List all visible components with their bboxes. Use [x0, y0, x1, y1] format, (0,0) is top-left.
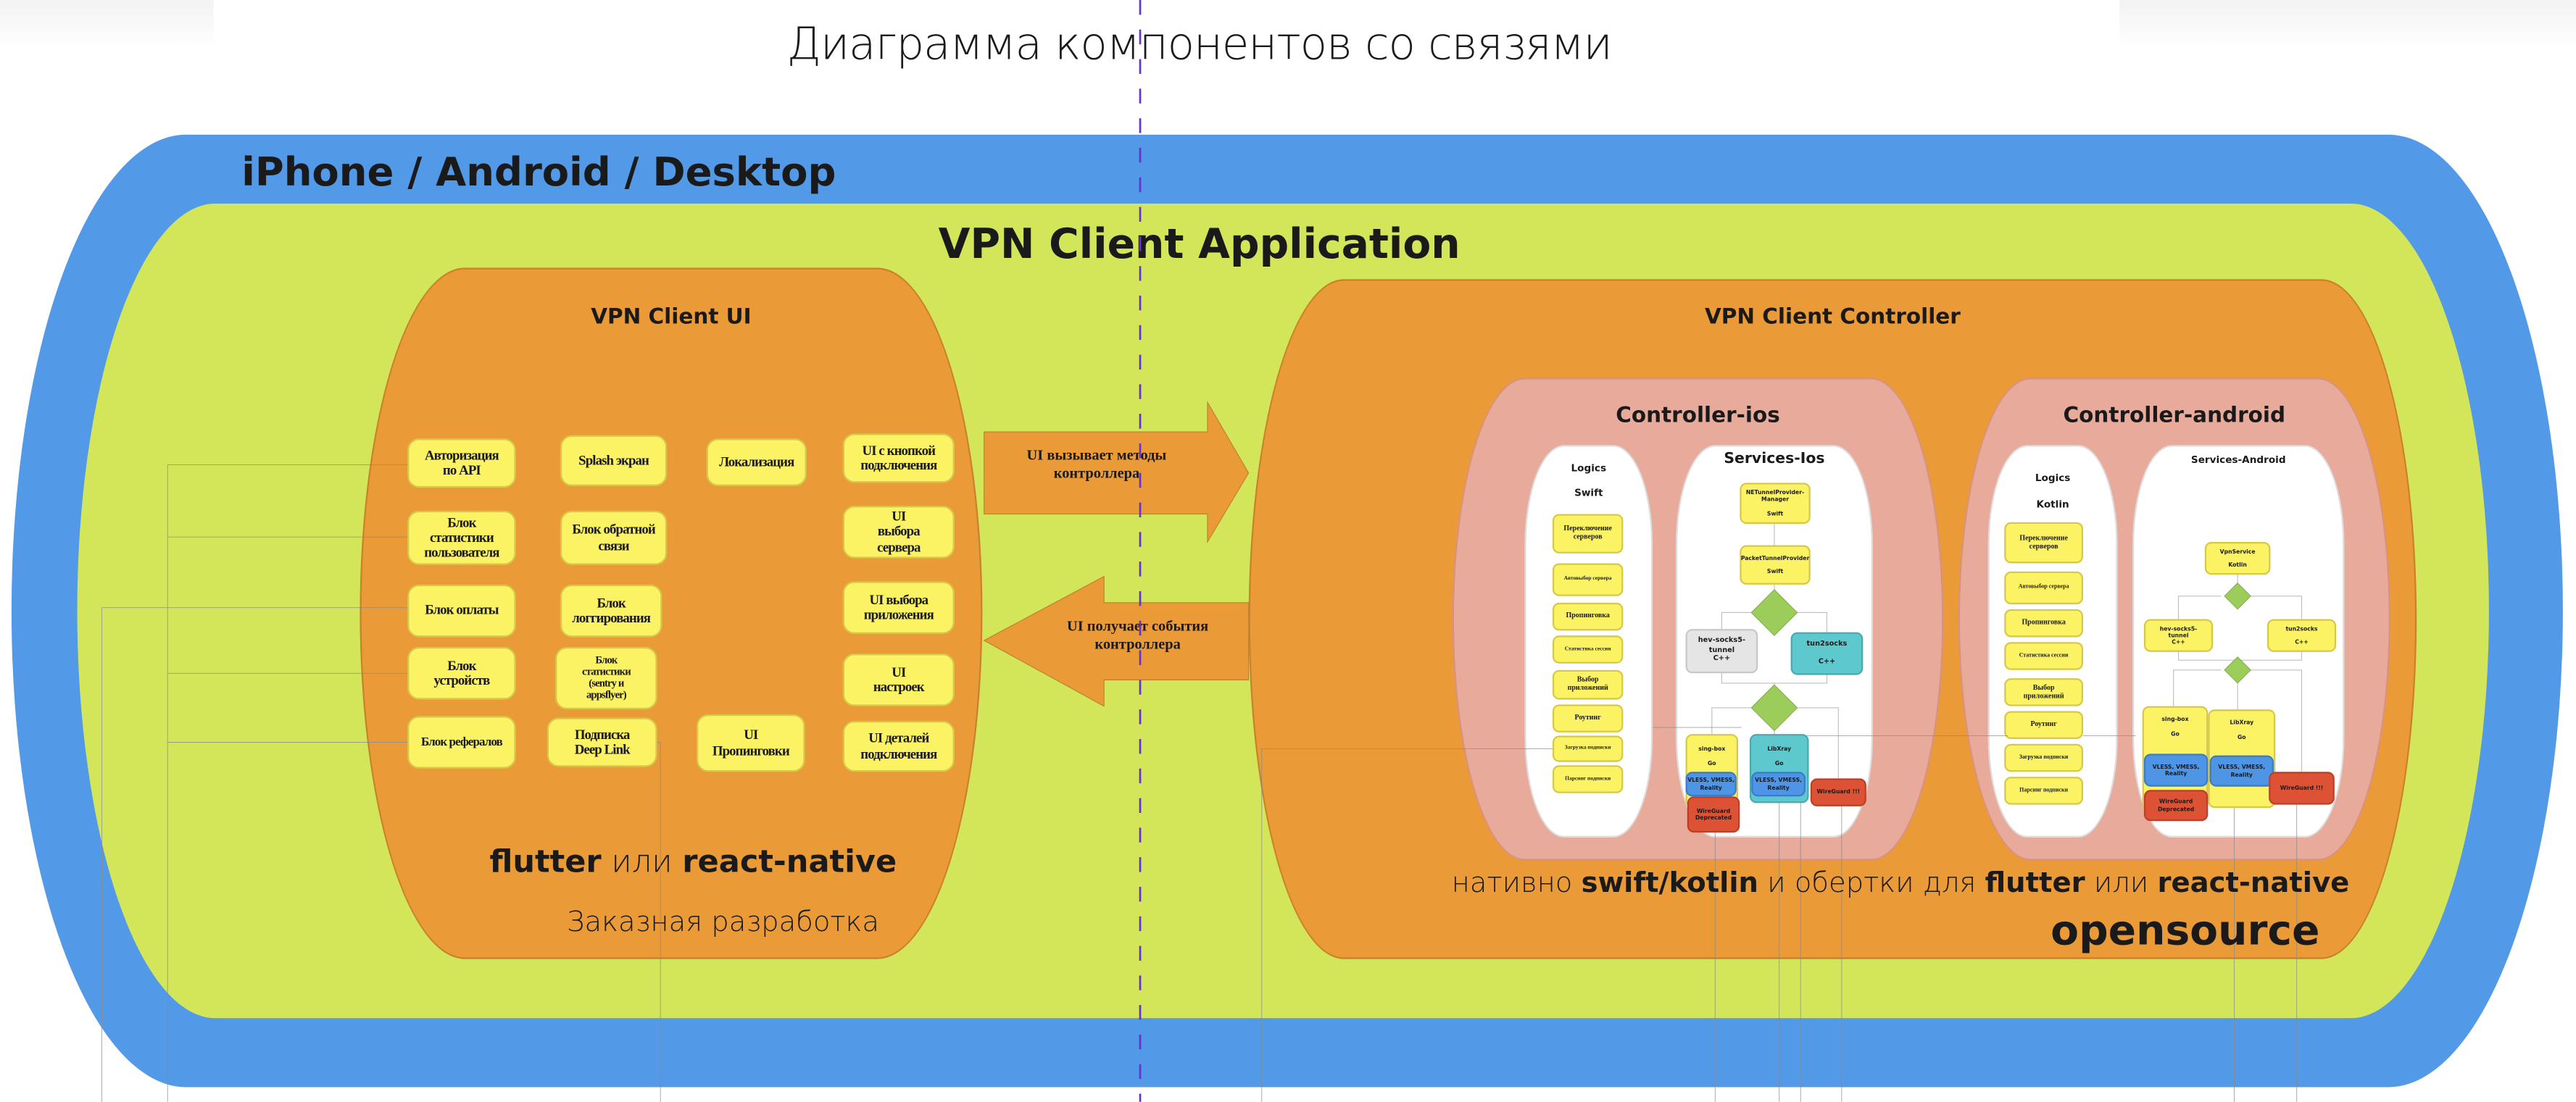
ios-logic-item: Пропинговка — [1552, 602, 1624, 631]
ui-box: UI с кнопкой подключения — [842, 433, 955, 483]
ui-box: Блок устройств — [407, 647, 516, 700]
android-logics-lang: Kotlin — [2036, 499, 2069, 511]
connector — [1711, 524, 1839, 779]
android-logics-title: Logics — [2035, 472, 2071, 485]
controller-title: VPN Client Controller — [1704, 305, 1961, 330]
ios-node-packet-tunnel: PacketTunnelProvider Swift — [1740, 545, 1811, 585]
device-label: iPhone / Android / Desktop — [241, 149, 836, 196]
ios-protocol-box: VLESS, VMESS, Reality — [1751, 772, 1806, 797]
decision-diamond — [2224, 583, 2251, 610]
ios-node-hev: hev-socks5- tunnel C++ — [1685, 629, 1758, 674]
link-line — [1261, 727, 2008, 1102]
ui-box: Блок статистики (sentry и appsflyer) — [555, 647, 657, 710]
ui-box: Блок логгирования — [560, 584, 662, 638]
android-logic-item: Статистика сессии — [2004, 642, 2084, 670]
android-services-title: Services-Android — [2190, 454, 2286, 467]
arrow-to-controller-label: UI вызывает методы контроллера — [1026, 446, 1167, 481]
ui-box: Splash экран — [560, 435, 668, 486]
ui-box: Блок оплаты — [407, 584, 516, 638]
ios-node-manager: NETunnelProvider- Manager Swift — [1740, 483, 1811, 525]
android-logic-item: Роутинг — [2004, 711, 2084, 739]
ios-logic-item: Автовыбор сервера — [1552, 563, 1624, 596]
app-label: VPN Client Application — [938, 220, 1461, 268]
android-logics-panel — [1987, 445, 2118, 838]
ui-box: UI выбора сервера — [842, 506, 955, 559]
ui-box: Блок статистики пользователя — [407, 510, 516, 565]
arrow-to-ui-label: UI получает события контроллера — [1067, 617, 1209, 652]
canvas-shadow — [2119, 0, 2576, 49]
ios-logic-item: Статистика сессии — [1552, 635, 1624, 664]
android-logic-item: Загрузка подписки — [2004, 743, 2084, 772]
controller-android-title: Controller-android — [2063, 404, 2286, 429]
ui-box: UI настроек — [842, 654, 955, 706]
ui-box: UI деталей подключения — [842, 721, 955, 772]
android-logic-item: Выбор приложений — [2004, 678, 2084, 706]
ui-box: UI Пропинговки — [697, 714, 805, 772]
android-node-hev: hev-socks5- tunnel C++ — [2143, 619, 2214, 652]
controller-license: opensource — [2051, 906, 2320, 954]
ios-node-wireguard: WireGuard !!! — [1810, 778, 1866, 806]
ui-box: UI выбора приложения — [842, 581, 955, 634]
android-protocol-box: VLESS, VMESS, Reality — [2143, 754, 2209, 787]
canvas-shadow — [0, 0, 214, 49]
ui-box: Авторизация по API — [407, 438, 516, 488]
ios-services-title: Services-Ios — [1724, 451, 1825, 468]
ui-box: Подписка Deep Link — [547, 717, 657, 767]
link-line — [2083, 735, 2298, 1102]
ui-box: Блок рефералов — [407, 716, 516, 769]
diagram-title: Диаграмма компонентов со связями — [786, 20, 1612, 71]
ios-logic-item: Загрузка подписки — [1552, 735, 1624, 762]
ios-logic-item: Переключение серверов — [1552, 514, 1624, 554]
ios-logic-item: Выбор приложений — [1552, 669, 1624, 700]
android-node-vpnservice: VpnService Kotlin — [2204, 541, 2271, 575]
decision-diamond — [2224, 656, 2251, 684]
ui-title: VPN Client UI — [591, 305, 752, 330]
android-logic-item: Автовыбор сервера — [2004, 571, 2084, 605]
android-protocol-box: VLESS, VMESS, Reality — [2209, 755, 2274, 787]
ios-node-tun2socks: tun2socks C++ — [1790, 632, 1864, 675]
controller-tech: нативно swift/kotlin и обертки для flutt… — [1451, 867, 2350, 901]
ios-logic-item: Роутинг — [1552, 704, 1624, 732]
android-logic-item: Пропинговка — [2004, 609, 2084, 638]
decision-diamond — [1750, 684, 1798, 732]
ios-node-wireguard-deprecated: WireGuard Deprecated — [1687, 796, 1740, 833]
android-node-wireguard: WireGuard !!! — [2269, 772, 2335, 805]
android-logic-item: Переключение серверов — [2004, 522, 2084, 564]
ui-note: Заказная разработка — [566, 906, 880, 940]
decision-diamond — [1750, 589, 1798, 636]
link-line — [101, 464, 661, 1102]
ios-logics-lang: Swift — [1574, 488, 1603, 500]
android-node-wireguard-deprecated: WireGuard Deprecated — [2143, 790, 2209, 822]
ios-protocol-box: VLESS, VMESS, Reality — [1685, 772, 1737, 797]
ui-box: Блок обратной связи — [560, 510, 668, 565]
controller-ios-title: Controller-ios — [1616, 404, 1780, 429]
ios-logics-title: Logics — [1571, 463, 1607, 475]
android-node-tun2socks: tun2socks C++ — [2267, 619, 2337, 652]
ui-tech: flutter или react-native — [489, 844, 897, 880]
arrow-to-controller — [984, 401, 1250, 544]
ios-logic-item: Парсинг подписки — [1552, 765, 1624, 793]
arrow-to-ui — [983, 575, 1250, 707]
android-logic-item: Парсинг подписки — [2004, 777, 2084, 805]
ui-box: Локализация — [706, 438, 807, 486]
